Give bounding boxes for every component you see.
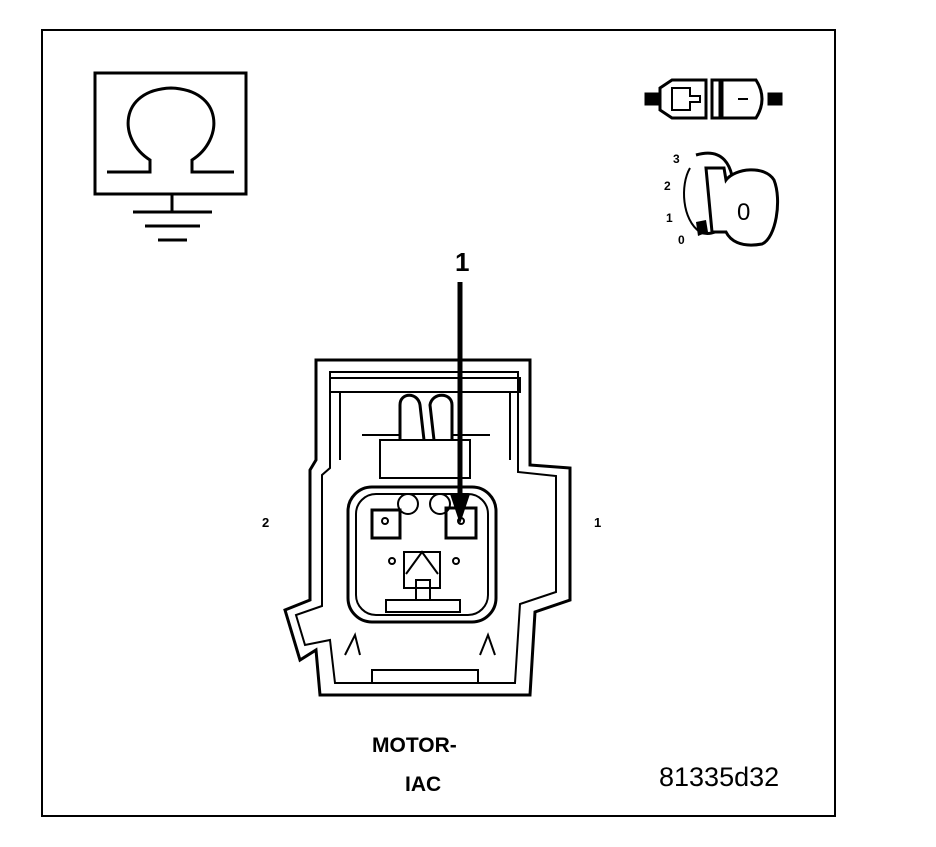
ignition-key-label: 0 <box>737 199 750 226</box>
diagram-frame <box>41 29 836 817</box>
ignition-position-0: 0 <box>678 233 685 247</box>
figure-code: 81335d32 <box>659 762 779 792</box>
pin-label-2: 2 <box>262 515 269 530</box>
ohm-ground-icon <box>93 71 248 242</box>
pin-label-1: 1 <box>594 515 601 530</box>
ignition-position-2: 2 <box>664 179 671 193</box>
ignition-position-1: 1 <box>666 211 673 225</box>
connector-disconnect-icon <box>644 78 783 120</box>
ignition-position-3: 3 <box>673 152 680 166</box>
connector-title-line1: MOTOR- <box>372 734 457 757</box>
connector-face <box>283 358 572 697</box>
ignition-key-off-icon: 3 2 1 0 0 <box>664 151 780 247</box>
callout-number: 1 <box>455 247 469 277</box>
connector-title-line2: IAC <box>405 773 441 796</box>
